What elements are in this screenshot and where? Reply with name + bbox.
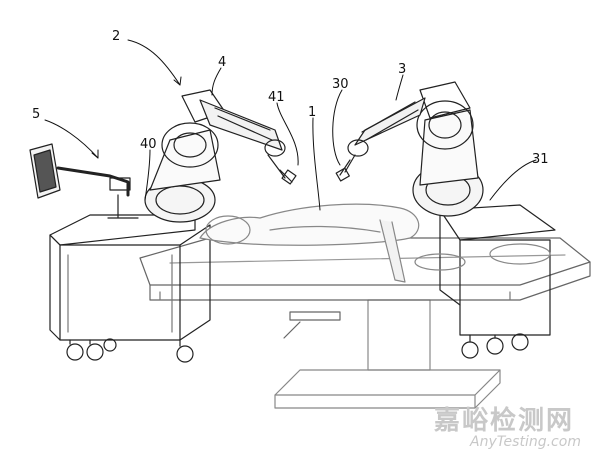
operating-table xyxy=(139,237,591,301)
label-base-right: 31 xyxy=(532,152,549,167)
leader-lines xyxy=(44,39,537,211)
label-joint-left: 40 xyxy=(140,137,157,152)
watermark-english: AnyTesting.com xyxy=(470,434,581,450)
right-cart xyxy=(439,204,556,359)
label-tool-right: 30 xyxy=(332,77,349,92)
table-column xyxy=(274,299,501,409)
display-monitor xyxy=(29,143,139,219)
label-arm-left: 4 xyxy=(218,55,226,70)
robot-arm-left xyxy=(144,89,297,223)
label-robot-system: 2 xyxy=(112,29,120,44)
robot-arm-right xyxy=(335,81,484,217)
patient xyxy=(199,203,551,283)
left-cart xyxy=(49,214,211,363)
watermark-chinese: 嘉峪检测网 xyxy=(434,406,575,436)
label-tool-left: 41 xyxy=(268,90,285,105)
label-display-stand: 5 xyxy=(32,107,40,122)
label-arm-right: 3 xyxy=(398,62,406,77)
label-patient: 1 xyxy=(308,105,316,120)
